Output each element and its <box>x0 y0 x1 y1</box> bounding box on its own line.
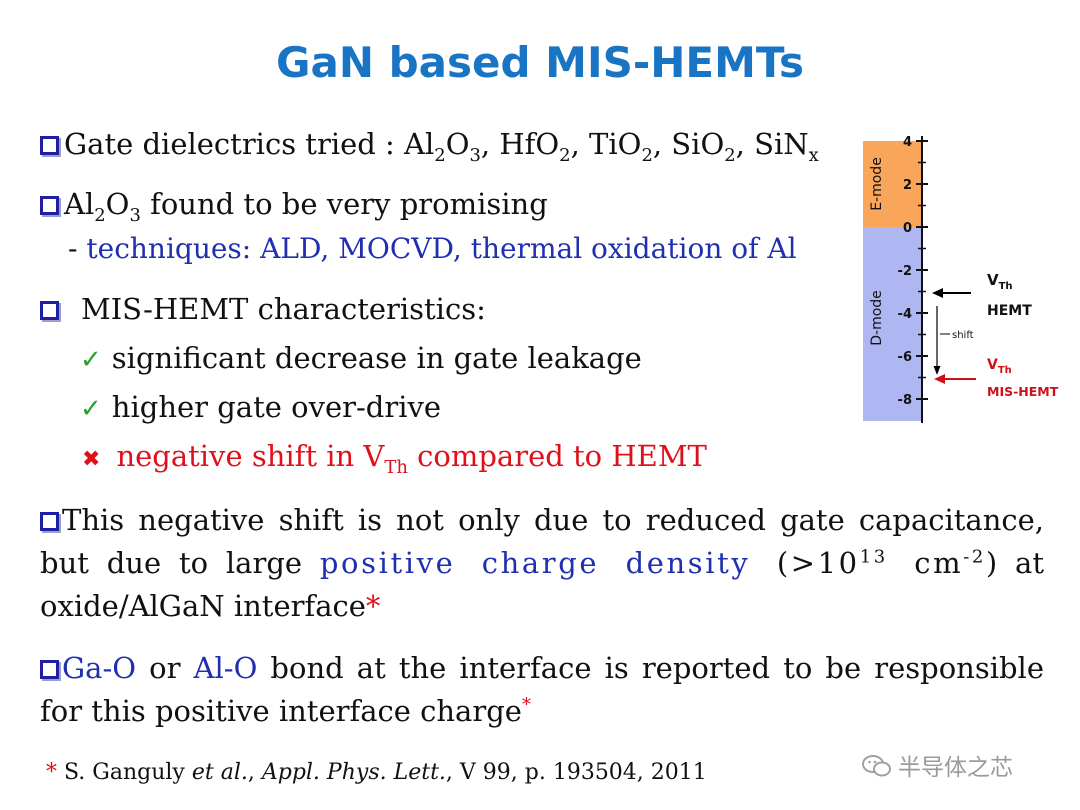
dmode-label: D-mode <box>869 290 885 346</box>
dmode-region <box>863 227 923 421</box>
axis-tick-label: 0 <box>903 221 912 236</box>
emode-label: E-mode <box>869 157 885 211</box>
checkbox-bullet-icon <box>40 512 59 531</box>
check-item-gate-leakage: ✓significant decrease in gate leakage <box>80 341 642 375</box>
vth-mis-hemt-label: VTh <box>987 357 1012 376</box>
slide-title: GaN based MIS-HEMTs <box>276 38 804 87</box>
vth-shift-figure: E-mode D-mode 4 2 0 -2 -4 -6 -8 VTh HEMT shift… <box>863 135 1059 423</box>
checkmark-icon: ✓ <box>80 394 102 424</box>
vth-mis-hemt-arrowhead <box>934 374 945 384</box>
bullet-techniques: - techniques: ALD, MOCVD, thermal oxidat… <box>68 232 797 265</box>
checkbox-bullet-icon <box>40 660 59 679</box>
axis-tick-label: 4 <box>903 135 912 150</box>
check-item-gate-overdrive: ✓higher gate over-drive <box>80 390 442 424</box>
wechat-watermark: 半导体之芯 <box>862 748 1013 782</box>
bullet-mis-hemt-characteristics: MIS-HEMT characteristics: <box>40 292 486 327</box>
cross-mark-icon: ✖ <box>82 447 101 472</box>
vth-hemt-label: VTh <box>987 271 1013 292</box>
axis-tick-label: -6 <box>898 350 912 365</box>
reference-citation: * S. Ganguly et al., Appl. Phys. Lett., … <box>46 760 707 785</box>
vth-hemt-arrowhead <box>932 288 943 298</box>
paragraph-bond-interface: Ga-O or Al-O bond at the interface is re… <box>40 651 1044 728</box>
emode-region <box>863 141 923 227</box>
bullet-al2o3-promising: Al2O3 found to be very promising <box>40 187 548 224</box>
axis-tick-label: -8 <box>898 393 912 408</box>
axis-tick-label: -2 <box>898 264 912 279</box>
vth-hemt-name: HEMT <box>987 303 1032 319</box>
bullet-gate-dielectrics: Gate dielectrics tried : Al2O3, HfO2, Ti… <box>40 127 819 164</box>
checkbox-bullet-icon <box>40 301 59 320</box>
paragraph-negative-shift: This negative shift is not only due to r… <box>40 503 1044 623</box>
checkmark-icon: ✓ <box>80 345 102 375</box>
wechat-icon <box>862 755 891 777</box>
axis-tick-label: 2 <box>903 178 912 193</box>
checkbox-bullet-icon <box>40 136 59 155</box>
cross-item-negative-shift: ✖negative shift in VTh compared to HEMT <box>82 439 707 478</box>
vth-mis-hemt-name: MIS-HEMT <box>987 384 1059 399</box>
axis-tick-label: -4 <box>898 307 912 322</box>
shift-arrowhead <box>933 366 941 375</box>
checkbox-bullet-icon <box>40 196 59 215</box>
shift-label: shift <box>952 330 974 341</box>
